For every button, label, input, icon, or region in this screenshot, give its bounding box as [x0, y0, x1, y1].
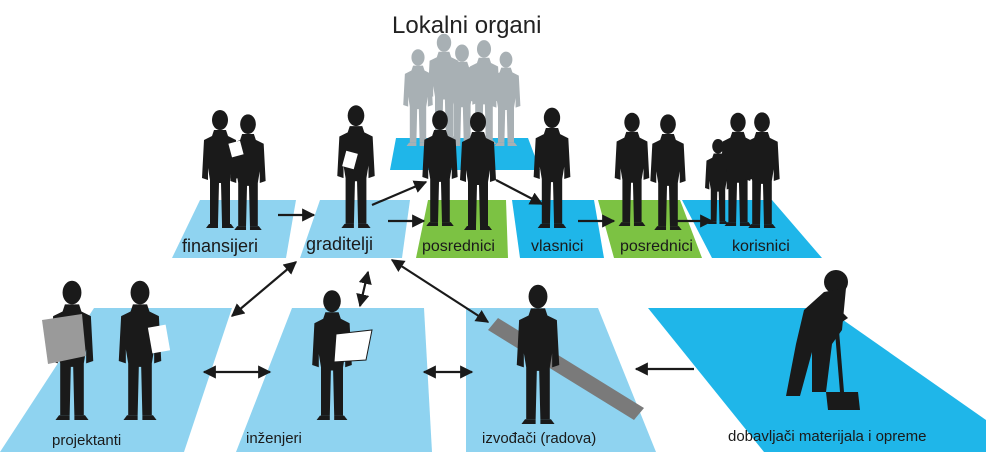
label-vlasnici: vlasnici — [531, 238, 584, 255]
tile-korisnici — [682, 200, 822, 258]
arrow-lokalni-vlasnici — [495, 179, 544, 205]
arrows — [202, 179, 714, 379]
bag-icon — [42, 314, 86, 364]
label-izvodjaci: izvođači (radova) — [482, 430, 597, 447]
people-silhouette-icon — [705, 112, 780, 228]
tile-finansijeri — [172, 200, 296, 258]
people-silhouette-icon — [42, 280, 171, 420]
label-graditelji: graditelji — [306, 234, 374, 254]
people-silhouette-icon — [786, 270, 860, 410]
tile-projektanti — [0, 308, 232, 452]
label-inzenjeri: inženjeri — [246, 430, 302, 447]
tile-graditelji — [300, 200, 410, 258]
label-posrednici-1: posrednici — [422, 238, 495, 255]
label-korisnici: korisnici — [732, 238, 790, 255]
tile-vlasnici — [512, 200, 604, 258]
arrow-graditelji-lokalni — [371, 180, 428, 207]
label-projektanti: projektanti — [52, 432, 122, 449]
arrow-graditelji-projektanti — [230, 261, 298, 317]
people-silhouette-icon — [202, 110, 266, 230]
label-finansijeri: finansijeri — [182, 236, 259, 256]
arrow-graditelji-inzenjeri — [356, 270, 372, 308]
arrow-graditelji-izvodjaci — [390, 259, 490, 323]
people — [42, 33, 860, 424]
people-silhouette-icon — [488, 284, 644, 424]
people-silhouette-icon — [312, 290, 373, 420]
people-silhouette-icon — [403, 33, 521, 146]
label-posrednici-2: posrednici — [620, 238, 693, 255]
page-title: Lokalni organi — [392, 12, 542, 39]
label-dobavljaci: dobavljači materijala i opreme — [728, 428, 927, 445]
people-silhouette-icon — [337, 105, 375, 228]
